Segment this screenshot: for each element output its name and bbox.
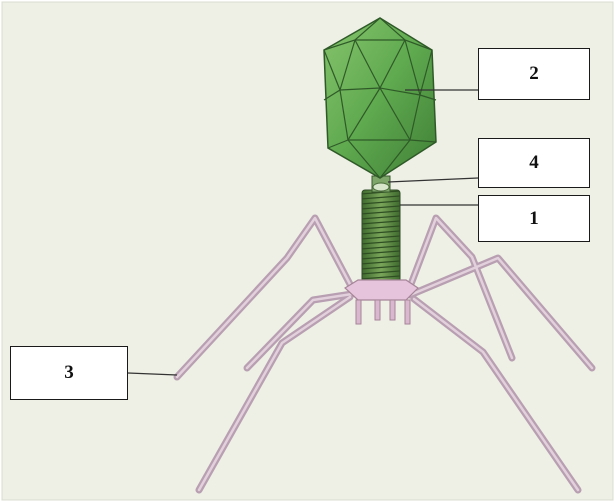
capsid-head (323, 17, 437, 179)
collar (371, 175, 391, 193)
baseplate (344, 279, 419, 325)
leader-lines (127, 89, 479, 376)
label-box-2: 2 (478, 48, 590, 100)
leader-line-3 (127, 372, 178, 376)
label-box-4: 4 (478, 138, 590, 188)
label-text-3: 3 (64, 362, 74, 383)
label-text-1: 1 (529, 207, 539, 229)
label-box-3: 3 (10, 346, 128, 400)
tail-sheath (361, 189, 401, 289)
label-box-1: 1 (478, 195, 590, 242)
label-text-4: 4 (529, 152, 539, 173)
label-text-2: 2 (529, 63, 539, 84)
leader-line-4 (387, 177, 479, 183)
